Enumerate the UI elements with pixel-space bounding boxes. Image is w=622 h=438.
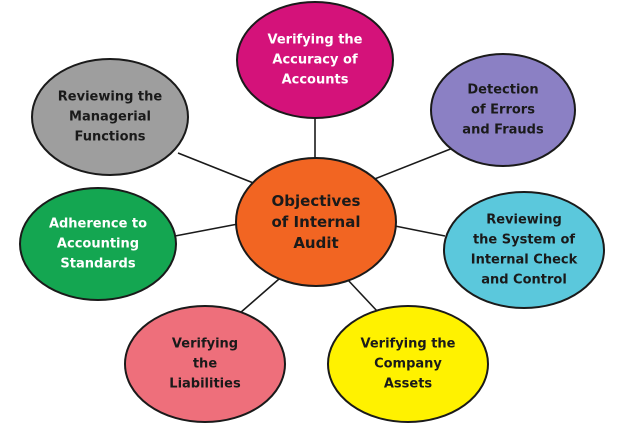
connectors [174,117,454,314]
center-ellipse [235,157,397,287]
node-text-verifying-company-assets-line-3: Assets [384,377,433,392]
node-text-reviewing-managerial-functions-line-3: Functions [74,130,145,145]
node-ellipse-reviewing-managerial-functions [31,58,189,176]
center-title-line-2: of Internal [272,213,361,231]
node-text-reviewing-system-of-internal-check-line-1: Reviewing [486,213,562,228]
node-reviewing-system-of-internal-check: Reviewing the System of Internal Check and … [443,191,605,309]
node-text-reviewing-system-of-internal-check-line-4: and Control [481,273,567,288]
node-ellipse-verifying-the-liabilities [124,305,286,423]
connector-reviewing-managerial-functions [177,152,257,185]
node-text-reviewing-managerial-functions-line-1: Reviewing the [58,90,163,105]
node-text-verifying-accuracy-of-accounts-line-2: Accuracy of [272,53,358,68]
connector-adherence-to-accounting-standards [174,223,239,237]
node-text-verifying-the-liabilities-line-2: the [193,357,217,372]
node-text-detection-of-errors-and-frauds-line-1: Detection [467,83,538,98]
center-title-line-1: Objectives [272,192,361,210]
connector-detection-of-errors-and-frauds [371,147,454,181]
connector-verifying-the-liabilities [239,278,280,314]
connector-reviewing-system-of-internal-check [394,225,446,237]
node-text-reviewing-managerial-functions-line-2: Managerial [69,110,151,125]
connector-verifying-company-assets [346,278,379,313]
node-text-adherence-to-accounting-standards-line-2: Accounting [57,237,139,252]
node-ellipse-reviewing-system-of-internal-check [443,191,605,309]
node-text-verifying-company-assets-line-1: Verifying the [361,337,456,352]
node-ellipse-detection-of-errors-and-frauds [430,53,576,167]
node-text-verifying-the-liabilities-line-3: Liabilities [169,377,241,392]
node-detection-of-errors-and-frauds: Detection of Errors and Frauds [430,53,576,167]
node-text-verifying-accuracy-of-accounts-line-1: Verifying the [268,33,363,48]
node-text-verifying-company-assets-line-2: Company [374,357,442,372]
node-text-detection-of-errors-and-frauds-line-2: of Errors [471,103,535,118]
node-text-adherence-to-accounting-standards-line-3: Standards [60,257,135,272]
center-title-line-3: Audit [293,234,338,252]
node-text-adherence-to-accounting-standards-line-1: Adherence to [49,217,147,232]
node-text-reviewing-system-of-internal-check-line-2: the System of [473,233,575,248]
node-ellipse-verifying-company-assets [327,305,489,423]
node-text-detection-of-errors-and-frauds-line-3: and Frauds [462,123,544,138]
node-text-verifying-the-liabilities-line-1: Verifying [172,337,238,352]
node-text-reviewing-system-of-internal-check-line-3: Internal Check [471,253,578,268]
node-ellipse-verifying-accuracy-of-accounts [236,1,394,119]
node-ellipse-adherence-to-accounting-standards [19,187,177,301]
node-text-verifying-accuracy-of-accounts-line-3: Accounts [282,73,349,88]
